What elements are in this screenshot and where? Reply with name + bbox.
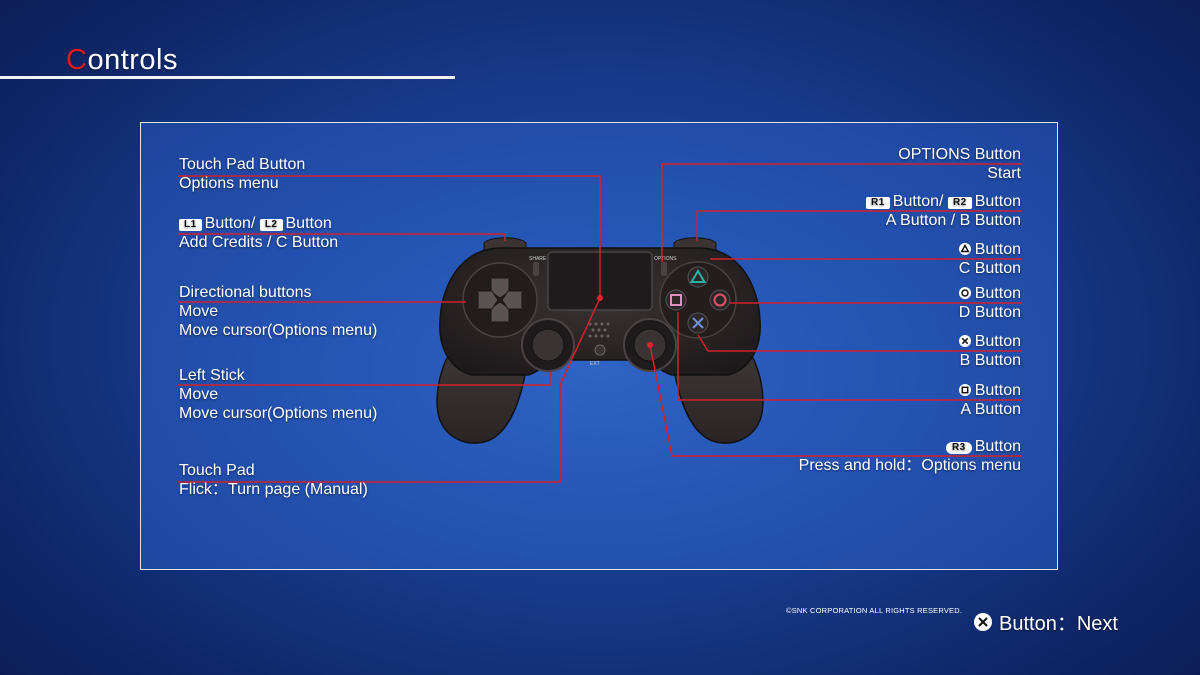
share-text: SHARE (529, 256, 547, 262)
directional-buttons-label: Directional buttons Move Move cursor(Opt… (179, 284, 378, 339)
share-button (533, 262, 539, 276)
dpad-icon (477, 277, 523, 323)
square-button-icon (670, 294, 682, 306)
r3-key-icon: R3 (945, 442, 972, 454)
triangle-button-icon (689, 269, 707, 283)
square-label: Button A Button (958, 382, 1021, 418)
touch-pad-button-label: Touch Pad Button Options menu (179, 156, 306, 192)
leader-lines (178, 163, 1022, 483)
face-buttons (665, 266, 731, 334)
cross-icon (974, 612, 992, 631)
left-stick-label: Left Stick Move Move cursor(Options menu… (179, 367, 378, 422)
options-button (661, 262, 667, 276)
copyright-text: ©SNK CORPORATION ALL RIGHTS RESERVED. (786, 606, 963, 615)
l1-key-icon: L1 (179, 219, 202, 231)
page-title: Controls (66, 44, 178, 76)
triangle-label: Button C Button (958, 241, 1021, 277)
cross-icon (958, 335, 971, 347)
options-text: OPTIONS (654, 256, 677, 262)
touchpad-dot (597, 295, 603, 301)
cross-label: Button B Button (958, 333, 1021, 369)
right-stick-dot (647, 342, 653, 348)
title-underline (0, 76, 455, 79)
ext-text: EXT (590, 361, 600, 367)
next-button[interactable]: Button：Next (974, 607, 1118, 636)
cross-button-icon (692, 317, 704, 329)
ps-button (594, 344, 606, 356)
circle-label: Button D Button (958, 285, 1021, 321)
next-label: Button：Next (999, 613, 1118, 635)
triangle-icon (958, 243, 971, 255)
r2-key-icon: R2 (947, 197, 972, 209)
square-icon (958, 384, 971, 396)
circle-icon (958, 287, 971, 299)
circle-button-icon (713, 293, 727, 307)
l2-key-icon: L2 (259, 219, 283, 231)
options-button-label: OPTIONS Button Start (898, 146, 1021, 182)
touch-pad-label: Touch Pad Flick：Turn page (Manual) (179, 462, 368, 498)
r1-key-icon: R1 (865, 197, 890, 209)
